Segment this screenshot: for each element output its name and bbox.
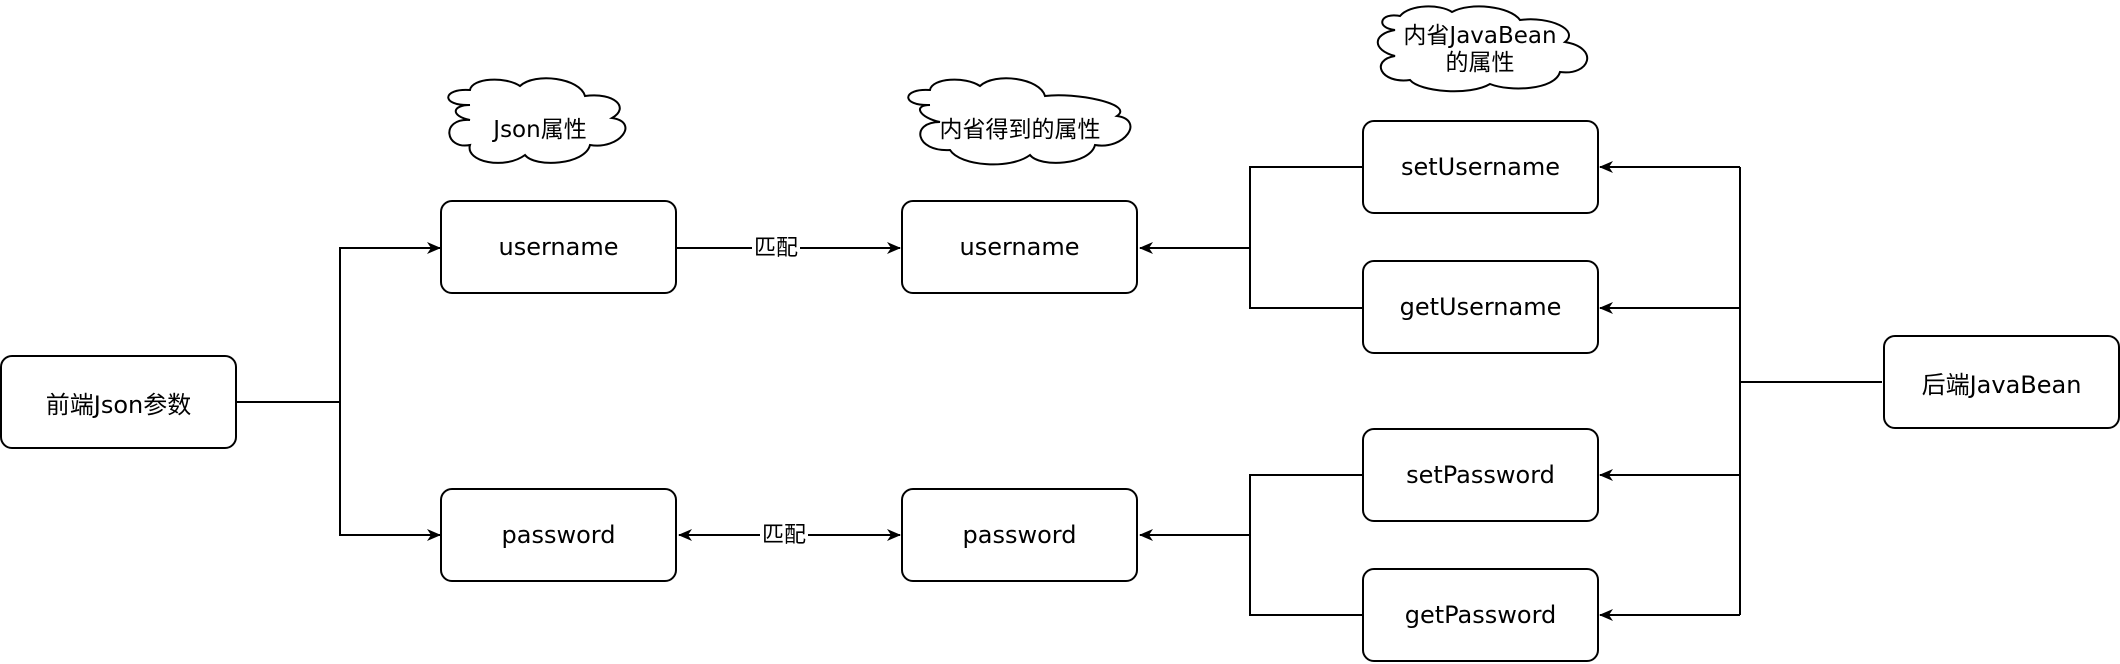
introspected-username-label: username	[959, 233, 1080, 261]
cloud-introspected-attributes: 内省得到的属性	[930, 110, 1110, 150]
json-username-label: username	[498, 233, 619, 261]
cloud-json-attributes-shape	[447, 77, 627, 164]
introspected-password-node[interactable]: password	[901, 488, 1138, 582]
get-username-label: getUsername	[1399, 293, 1562, 321]
json-password-node[interactable]: password	[440, 488, 677, 582]
cloud-json-attributes: Json属性	[470, 110, 610, 150]
edge-label-match-username: 匹配	[752, 236, 801, 262]
frontend-json-params-node[interactable]: 前端Json参数	[0, 355, 237, 449]
frontend-json-params-label: 前端Json参数	[45, 390, 192, 419]
set-password-node[interactable]: setPassword	[1362, 428, 1599, 522]
get-username-node[interactable]: getUsername	[1362, 260, 1599, 354]
json-username-node[interactable]: username	[440, 200, 677, 294]
cloud-javabean-attributes: 内省JavaBean 的属性	[1395, 20, 1565, 80]
cloud-introspected-attributes-shape	[907, 77, 1132, 166]
set-username-label: setUsername	[1400, 153, 1561, 181]
set-username-node[interactable]: setUsername	[1362, 120, 1599, 214]
introspected-password-label: password	[962, 521, 1077, 549]
backend-javabean-label: 后端JavaBean	[1921, 370, 2082, 399]
introspected-username-node[interactable]: username	[901, 200, 1138, 294]
cloud-json-attributes-text: Json属性	[493, 116, 587, 143]
set-password-label: setPassword	[1406, 461, 1555, 489]
json-password-label: password	[501, 521, 616, 549]
cloud-javabean-attributes-line1: 内省JavaBean	[1403, 23, 1557, 49]
edge-label-match-password: 匹配	[760, 523, 809, 549]
cloud-introspected-attributes-text: 内省得到的属性	[939, 116, 1101, 143]
cloud-javabean-attributes-line2: 的属性	[1445, 50, 1515, 76]
get-password-label: getPassword	[1404, 601, 1557, 629]
get-password-node[interactable]: getPassword	[1362, 568, 1599, 662]
backend-javabean-node[interactable]: 后端JavaBean	[1883, 335, 2120, 429]
cloud-javabean-attributes-shape	[1376, 5, 1588, 93]
